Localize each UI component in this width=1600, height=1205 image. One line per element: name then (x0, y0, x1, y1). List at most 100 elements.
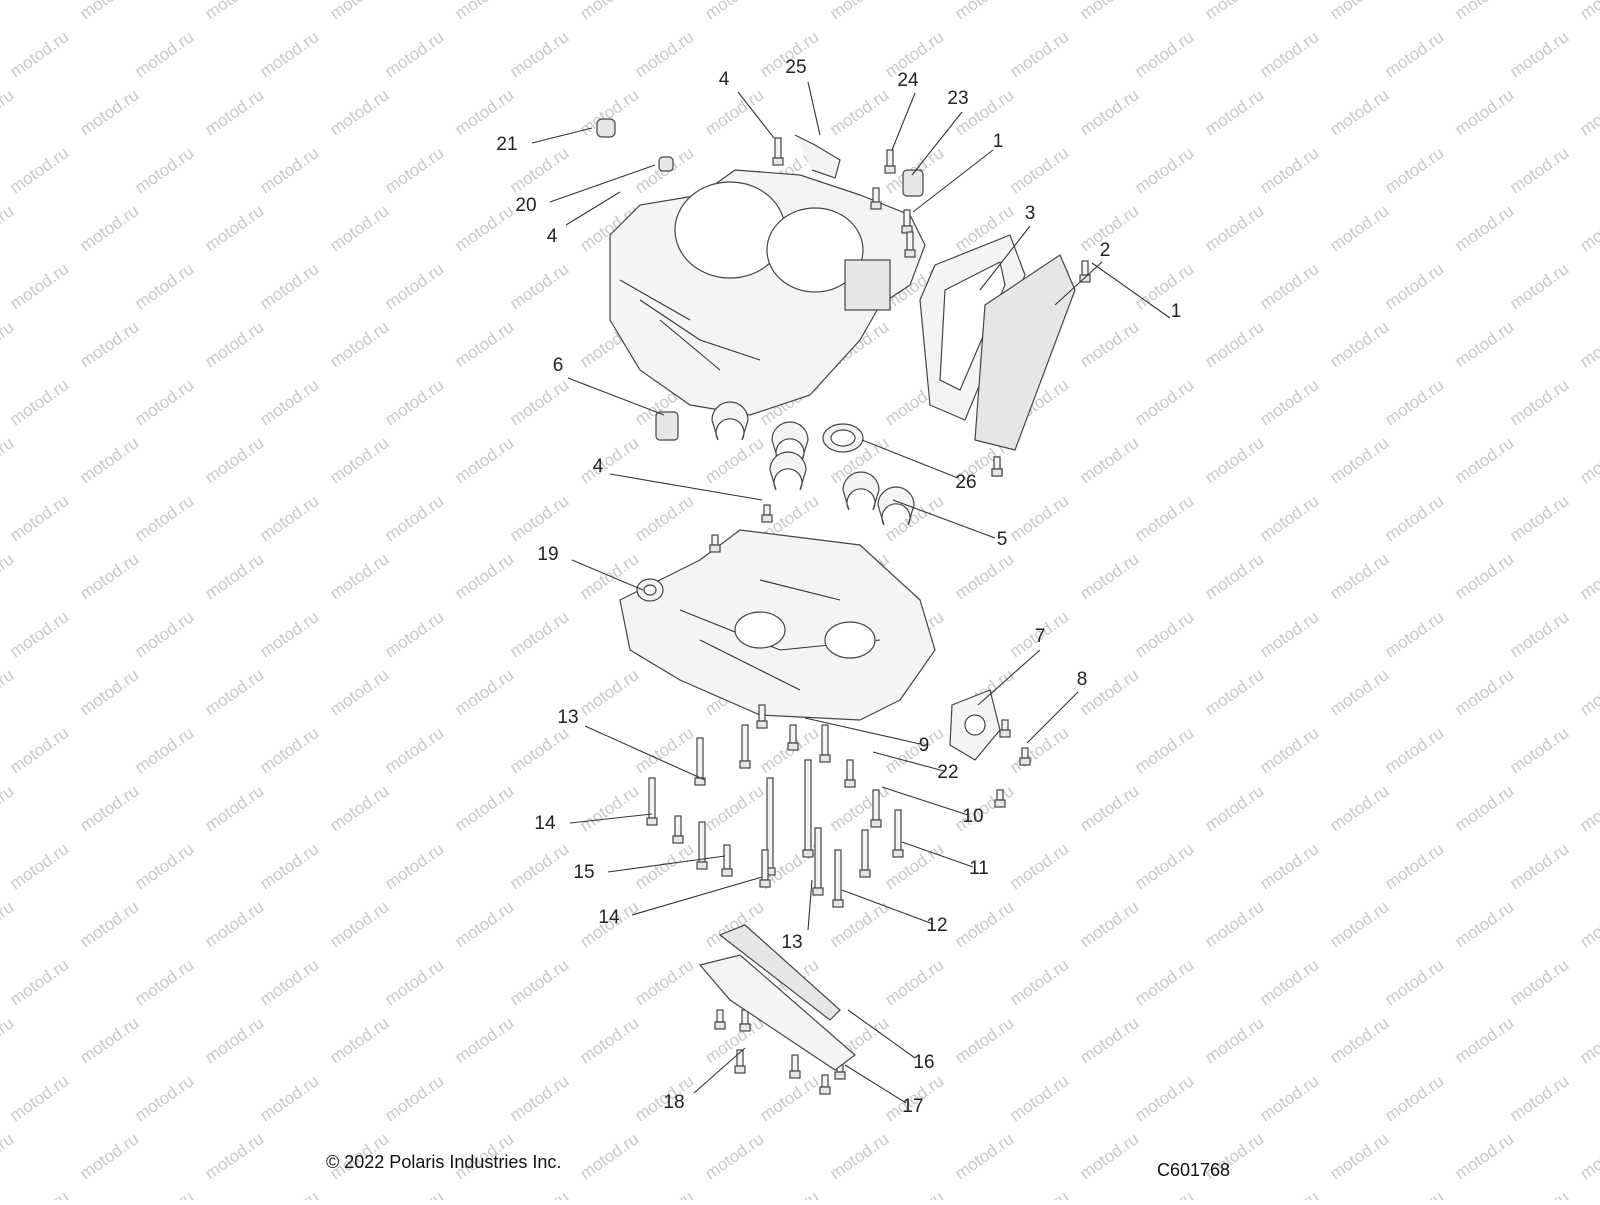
watermark-text: motod.ru (951, 1129, 1017, 1183)
watermark-text: motod.ru (131, 723, 197, 777)
watermark-text: motod.ru (1131, 1071, 1197, 1125)
watermark-text: motod.ru (1256, 1071, 1322, 1125)
watermark-text: motod.ru (76, 433, 142, 487)
bolt-head (646, 817, 658, 826)
leader-line (1091, 262, 1171, 319)
watermark-text: motod.ru (326, 317, 392, 371)
watermark-text: motod.ru (1131, 1187, 1197, 1200)
watermark-text: motod.ru (1576, 201, 1600, 255)
leader-line (841, 889, 934, 925)
callout-label: 10 (962, 806, 983, 827)
watermark-text: motod.ru (1576, 85, 1600, 139)
leader-line (901, 841, 974, 868)
callout-label: 13 (557, 707, 578, 728)
bolt (723, 844, 731, 870)
bolt (861, 829, 869, 871)
watermark-text: motod.ru (1451, 549, 1517, 603)
watermark-text: motod.ru (326, 85, 392, 139)
watermark-text: motod.ru (1076, 317, 1142, 371)
watermark-text: motod.ru (76, 897, 142, 951)
callout-label: 5 (997, 529, 1008, 550)
bolt (696, 737, 704, 779)
watermark-text: motod.ru (1076, 1013, 1142, 1067)
upper-crankcase (609, 169, 926, 416)
bolt-head (759, 879, 771, 888)
watermark-text: motod.ru (6, 27, 72, 81)
bolt (774, 137, 782, 159)
watermark-text: motod.ru (256, 607, 322, 661)
watermark-text: motod.ru (201, 1013, 267, 1067)
callout-label: 4 (547, 226, 558, 247)
callout-label: 11 (969, 858, 989, 879)
watermark-text: motod.ru (951, 549, 1017, 603)
bolt (886, 149, 894, 167)
leader-line (567, 377, 665, 416)
leader-line (807, 879, 813, 931)
watermark-text: motod.ru (1201, 0, 1267, 23)
callout-label: 16 (913, 1052, 934, 1073)
callout-label: 20 (515, 195, 536, 216)
bolt-head (1079, 274, 1091, 283)
watermark-text: motod.ru (826, 0, 892, 23)
watermark-text: motod.ru (1131, 259, 1197, 313)
watermark-text: motod.ru (1256, 143, 1322, 197)
callout-label: 19 (537, 544, 558, 565)
watermark-text: motod.ru (1201, 317, 1267, 371)
callout-label: 26 (955, 472, 976, 493)
watermark-text: motod.ru (1076, 0, 1142, 23)
watermark-text: motod.ru (1006, 1187, 1072, 1200)
bolt-head (1019, 757, 1031, 766)
watermark-text: motod.ru (506, 1071, 572, 1125)
callout-label: 13 (781, 932, 802, 953)
watermark-text: motod.ru (1326, 317, 1392, 371)
callout-label: 4 (719, 69, 730, 90)
watermark-text: motod.ru (1326, 549, 1392, 603)
fitting-23 (902, 169, 924, 197)
leader-line (892, 499, 996, 539)
leader-line (881, 786, 969, 816)
bolt (789, 724, 797, 744)
bolt-head (696, 861, 708, 870)
watermark-text: motod.ru (1381, 1187, 1447, 1200)
bolt (872, 789, 880, 821)
watermark-text: motod.ru (131, 1187, 197, 1200)
watermark-text: motod.ru (326, 897, 392, 951)
leader-line (979, 225, 1031, 291)
bolt (996, 789, 1004, 801)
watermark-text: motod.ru (1076, 433, 1142, 487)
leader-line (607, 855, 726, 873)
leader-line (631, 876, 763, 916)
watermark-text: motod.ru (326, 0, 392, 23)
watermark-text: motod.ru (1381, 955, 1447, 1009)
leader-line (571, 559, 644, 591)
watermark-text: motod.ru (1381, 491, 1447, 545)
watermark-text: motod.ru (631, 839, 697, 893)
watermark-text: motod.ru (1381, 723, 1447, 777)
watermark-text: motod.ru (1576, 1129, 1600, 1183)
watermark-text: motod.ru (1451, 781, 1517, 835)
watermark-text: motod.ru (1506, 259, 1572, 313)
watermark-text: motod.ru (631, 723, 697, 777)
watermark-text: motod.ru (256, 491, 322, 545)
watermark-text: motod.ru (381, 375, 447, 429)
watermark-text: motod.ru (1201, 897, 1267, 951)
watermark-text: motod.ru (1326, 1129, 1392, 1183)
watermark-text: motod.ru (1131, 607, 1197, 661)
callout-label: 1 (1171, 301, 1182, 322)
callout-label: 9 (919, 735, 930, 756)
bolt-head (834, 1071, 846, 1080)
watermark-text: motod.ru (1576, 1013, 1600, 1067)
watermark-text: motod.ru (1506, 955, 1572, 1009)
bolt-head (812, 887, 824, 896)
watermark-text: motod.ru (76, 0, 142, 23)
watermark-text: motod.ru (1326, 781, 1392, 835)
callout-label: 6 (553, 355, 564, 376)
watermark-text: motod.ru (1576, 433, 1600, 487)
watermark-text: motod.ru (326, 433, 392, 487)
callout-label: 12 (926, 915, 947, 936)
watermark-text: motod.ru (131, 839, 197, 893)
leader-line (844, 1064, 907, 1104)
watermark-text: motod.ru (1506, 375, 1572, 429)
bolt (993, 456, 1001, 470)
